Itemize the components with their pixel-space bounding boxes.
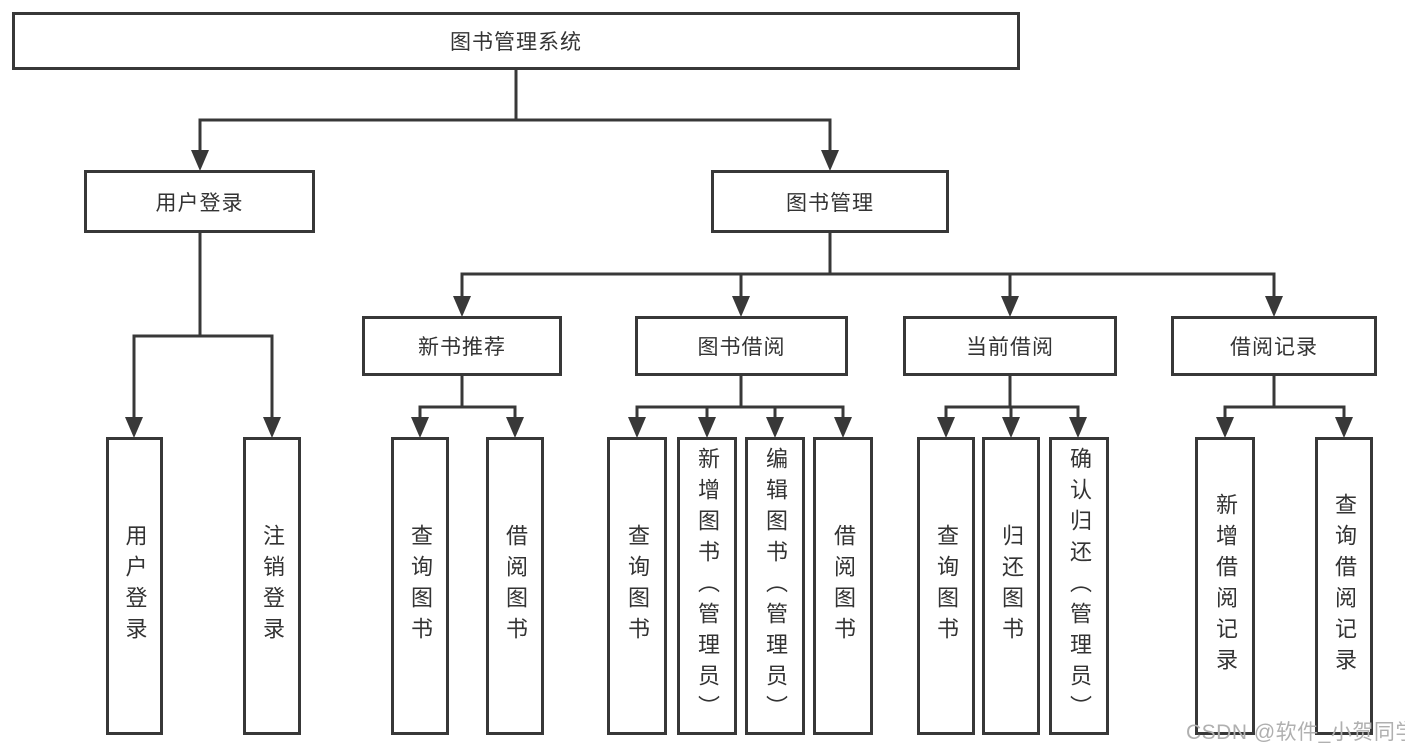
node-book-management: 图书管理 xyxy=(711,170,949,233)
leaf-return-books-label: 归还图书 xyxy=(999,524,1024,648)
node-library-system-label: 图书管理系统 xyxy=(450,31,582,54)
leaf-borrow-books-1-label: 借阅图书 xyxy=(503,524,528,648)
leaf-logout: 注销登录 xyxy=(243,437,301,735)
leaf-add-books-admin: 新增图书（管理员） xyxy=(677,437,737,735)
node-user-login: 用户登录 xyxy=(84,170,315,233)
leaf-edit-books-admin: 编辑图书（管理员） xyxy=(745,437,805,735)
leaf-user-login: 用户登录 xyxy=(106,437,163,735)
leaf-confirm-return-admin: 确认归还（管理员） xyxy=(1049,437,1109,735)
leaf-query-books-3-label: 查询图书 xyxy=(934,524,959,648)
node-new-book-recommendation: 新书推荐 xyxy=(362,316,562,376)
leaf-borrow-books-1: 借阅图书 xyxy=(486,437,544,735)
leaf-query-borrow-record: 查询借阅记录 xyxy=(1315,437,1373,735)
leaf-return-books: 归还图书 xyxy=(982,437,1040,735)
node-current-borrowing: 当前借阅 xyxy=(903,316,1117,376)
node-new-book-recommendation-label: 新书推荐 xyxy=(418,336,506,359)
leaf-add-borrow-record: 新增借阅记录 xyxy=(1195,437,1255,735)
node-book-borrowing: 图书借阅 xyxy=(635,316,848,376)
csdn-watermark: CSDN @软件_小贺同学 xyxy=(1186,721,1405,744)
node-book-borrowing-label: 图书借阅 xyxy=(697,336,786,359)
node-user-login-label: 用户登录 xyxy=(155,191,244,215)
node-borrowing-records-label: 借阅记录 xyxy=(1230,336,1318,359)
leaf-query-books-1-label: 查询图书 xyxy=(408,524,433,648)
leaf-query-borrow-record-label: 查询借阅记录 xyxy=(1332,493,1357,679)
leaf-add-borrow-record-label: 新增借阅记录 xyxy=(1213,493,1238,679)
leaf-edit-books-admin-label: 编辑图书（管理员） xyxy=(763,446,788,726)
leaf-query-books-2: 查询图书 xyxy=(607,437,667,735)
leaf-query-books-1: 查询图书 xyxy=(391,437,449,735)
leaf-borrow-books-2-label: 借阅图书 xyxy=(831,524,856,648)
leaf-user-login-label: 用户登录 xyxy=(122,524,148,648)
node-current-borrowing-label: 当前借阅 xyxy=(966,336,1054,359)
leaf-borrow-books-2: 借阅图书 xyxy=(813,437,873,735)
leaf-query-books-2-label: 查询图书 xyxy=(625,524,650,648)
node-library-system: 图书管理系统 xyxy=(12,12,1020,70)
node-borrowing-records: 借阅记录 xyxy=(1171,316,1377,376)
leaf-confirm-return-admin-label: 确认归还（管理员） xyxy=(1067,446,1092,726)
leaf-add-books-admin-label: 新增图书（管理员） xyxy=(695,446,720,726)
leaf-logout-label: 注销登录 xyxy=(260,524,285,648)
arrowhead-icons xyxy=(125,150,1353,438)
leaf-query-books-3: 查询图书 xyxy=(917,437,975,735)
node-book-management-label: 图书管理 xyxy=(786,191,874,215)
